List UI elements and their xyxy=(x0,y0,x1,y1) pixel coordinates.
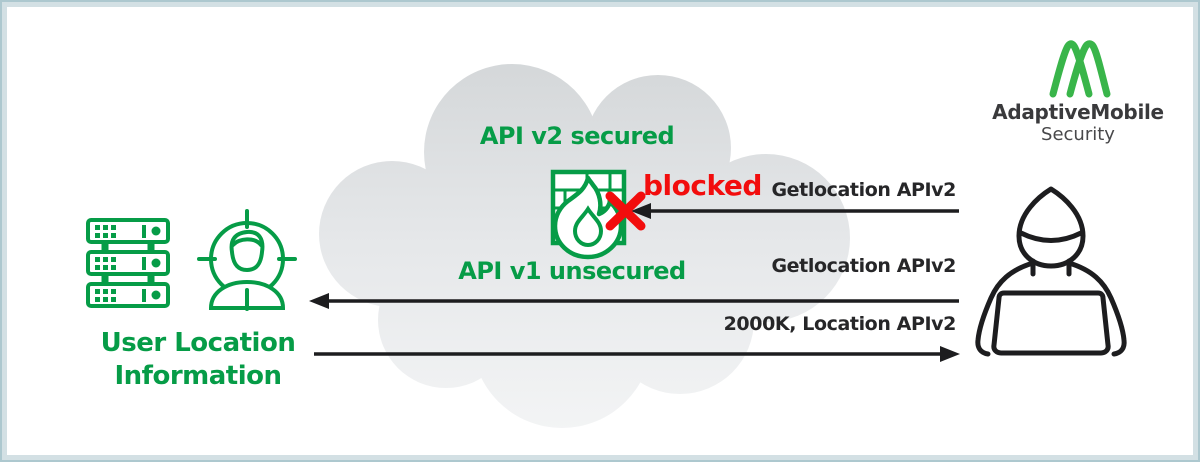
blocked-label: blocked xyxy=(643,169,762,202)
target-user-icon xyxy=(197,209,297,311)
flow-label-getlocation-blocked: Getlocation APIv2 xyxy=(771,179,956,201)
logo-brand-text: AdaptiveMobile xyxy=(992,100,1164,124)
api-v1-unsecured-label: API v1 unsecured xyxy=(458,257,686,285)
user-location-label-line1: User Location xyxy=(100,328,296,358)
arrow-v1-request xyxy=(309,293,959,309)
firewall-icon xyxy=(550,169,627,260)
logo-sub-text: Security xyxy=(1041,124,1115,145)
flow-arrows xyxy=(309,203,960,362)
flow-label-location-response: 2000K, Location APIv2 xyxy=(723,313,957,335)
blocked-x-icon xyxy=(605,191,646,231)
arrow-v1-response xyxy=(314,346,960,362)
adaptivemobile-logo-icon xyxy=(1049,40,1111,98)
user-location-label-line2: Information xyxy=(114,361,282,391)
api-v2-secured-label: API v2 secured xyxy=(479,122,675,150)
hacker-icon xyxy=(975,186,1127,357)
flame-droplet xyxy=(572,205,604,248)
arrow-blocked-request xyxy=(631,203,959,219)
server-stack-icon xyxy=(86,218,170,308)
flow-label-getlocation-request: Getlocation APIv2 xyxy=(771,255,956,277)
